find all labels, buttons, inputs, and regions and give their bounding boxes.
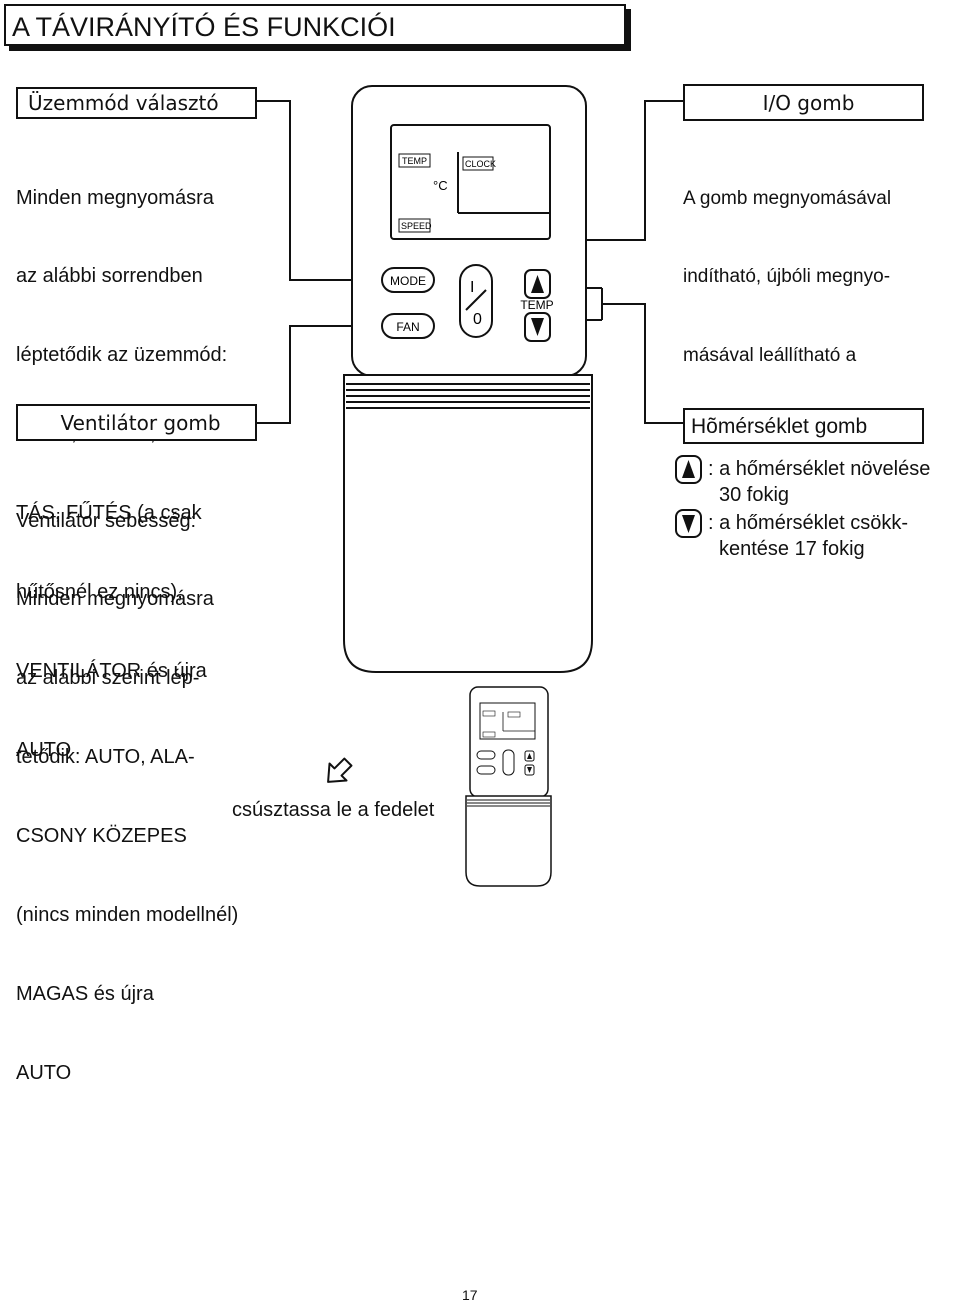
page-number: 17: [462, 1287, 478, 1303]
slide-arrow-icon: [327, 757, 353, 783]
display-temp-label: TEMP: [402, 156, 427, 166]
remote-display: [390, 124, 551, 240]
arrow-up-icon: [531, 275, 544, 293]
mode-connector-line: [257, 100, 382, 281]
mode-line: TÁS, FŰTÉS (a csak: [16, 502, 202, 525]
fan-button: [381, 313, 435, 339]
temp-button-label: Hõmérséklet gomb: [691, 415, 868, 438]
io-button-label: I/O gomb: [762, 91, 855, 115]
fan-line: AUTO: [16, 1061, 72, 1084]
mode-line: VENTILÁTOR és újra: [16, 659, 207, 682]
temp-up-legend-button: [675, 455, 702, 484]
mode-button-label: MODE: [390, 274, 426, 288]
mode-selector-label: Üzemmód választó: [28, 91, 219, 115]
fan-line: tetődik: AUTO, ALA-: [16, 746, 195, 769]
temp-button-label: TEMP: [520, 298, 553, 312]
temp-up-line2: 30 fokig: [719, 484, 790, 506]
fan-button-description: Ventilátor sebesség: Minden megnyomásra …: [16, 455, 238, 1112]
fan-line: az alábbi szerint lép-: [16, 667, 200, 690]
temp-down-legend-button: [675, 509, 702, 538]
fan-line: CSONY KÖZEPES: [16, 825, 187, 848]
mode-button: [381, 267, 435, 293]
page-title: A TÁVIRÁNYÍTÓ ÉS FUNKCIÓI: [4, 4, 626, 46]
fan-button-label-box: Ventilátor gomb: [16, 404, 257, 441]
arrow-down-icon: [531, 318, 544, 336]
arrow-up-icon: [682, 460, 695, 478]
fan-line: (nincs minden modellnél): [16, 904, 239, 927]
power-on-label: I: [470, 279, 474, 296]
mode-selector-label-box: Üzemmód választó: [16, 87, 257, 119]
io-line: A gomb megnyomásával: [683, 187, 892, 209]
mode-line: az alábbi sorrendben: [16, 265, 203, 288]
mode-line: hűtősnél ez nincs),: [16, 581, 183, 604]
fan-button-label: FAN: [396, 320, 419, 334]
io-button-label-box: I/O gomb: [683, 84, 924, 121]
mode-line: léptetődik az üzemmód:: [16, 344, 228, 367]
display-unit: °C: [433, 178, 448, 193]
temp-button-label-box: Hõmérséklet gomb: [683, 408, 924, 444]
remote-control-large: TEMP °C CLOCK SPEED MODE FAN I 0 TEMP: [343, 85, 593, 673]
mode-line: AUTO: [16, 738, 72, 761]
display-speed-label: SPEED: [401, 221, 432, 231]
fan-line: MAGAS és újra: [16, 982, 154, 1005]
fan-connector-line: [257, 325, 382, 424]
power-off-label: 0: [473, 311, 482, 328]
display-clock-label: CLOCK: [465, 159, 496, 169]
temp-up-line1: : a hőmérséklet növelése: [708, 458, 931, 480]
slide-cover-instruction: csúsztassa le a fedelet: [232, 799, 435, 821]
fan-line: Ventilátor sebesség:: [16, 509, 197, 532]
temp-down-line2: kentése 17 fokig: [719, 538, 865, 560]
mode-line: Minden megnyomásra: [16, 186, 214, 209]
remote-cover: [343, 374, 593, 673]
remote-control-small: [465, 686, 552, 887]
fan-button-label: Ventilátor gomb: [60, 411, 221, 435]
io-line: indítható, újbóli megnyo-: [683, 266, 891, 288]
io-connector-line: [608, 100, 683, 241]
fan-line: Minden megnyomásra: [16, 588, 214, 611]
io-line: másával leállítható a: [683, 345, 857, 367]
arrow-down-icon: [682, 515, 695, 533]
temp-connector-line: [602, 303, 683, 424]
temp-down-line1: : a hőmérséklet csökk-: [708, 512, 909, 534]
